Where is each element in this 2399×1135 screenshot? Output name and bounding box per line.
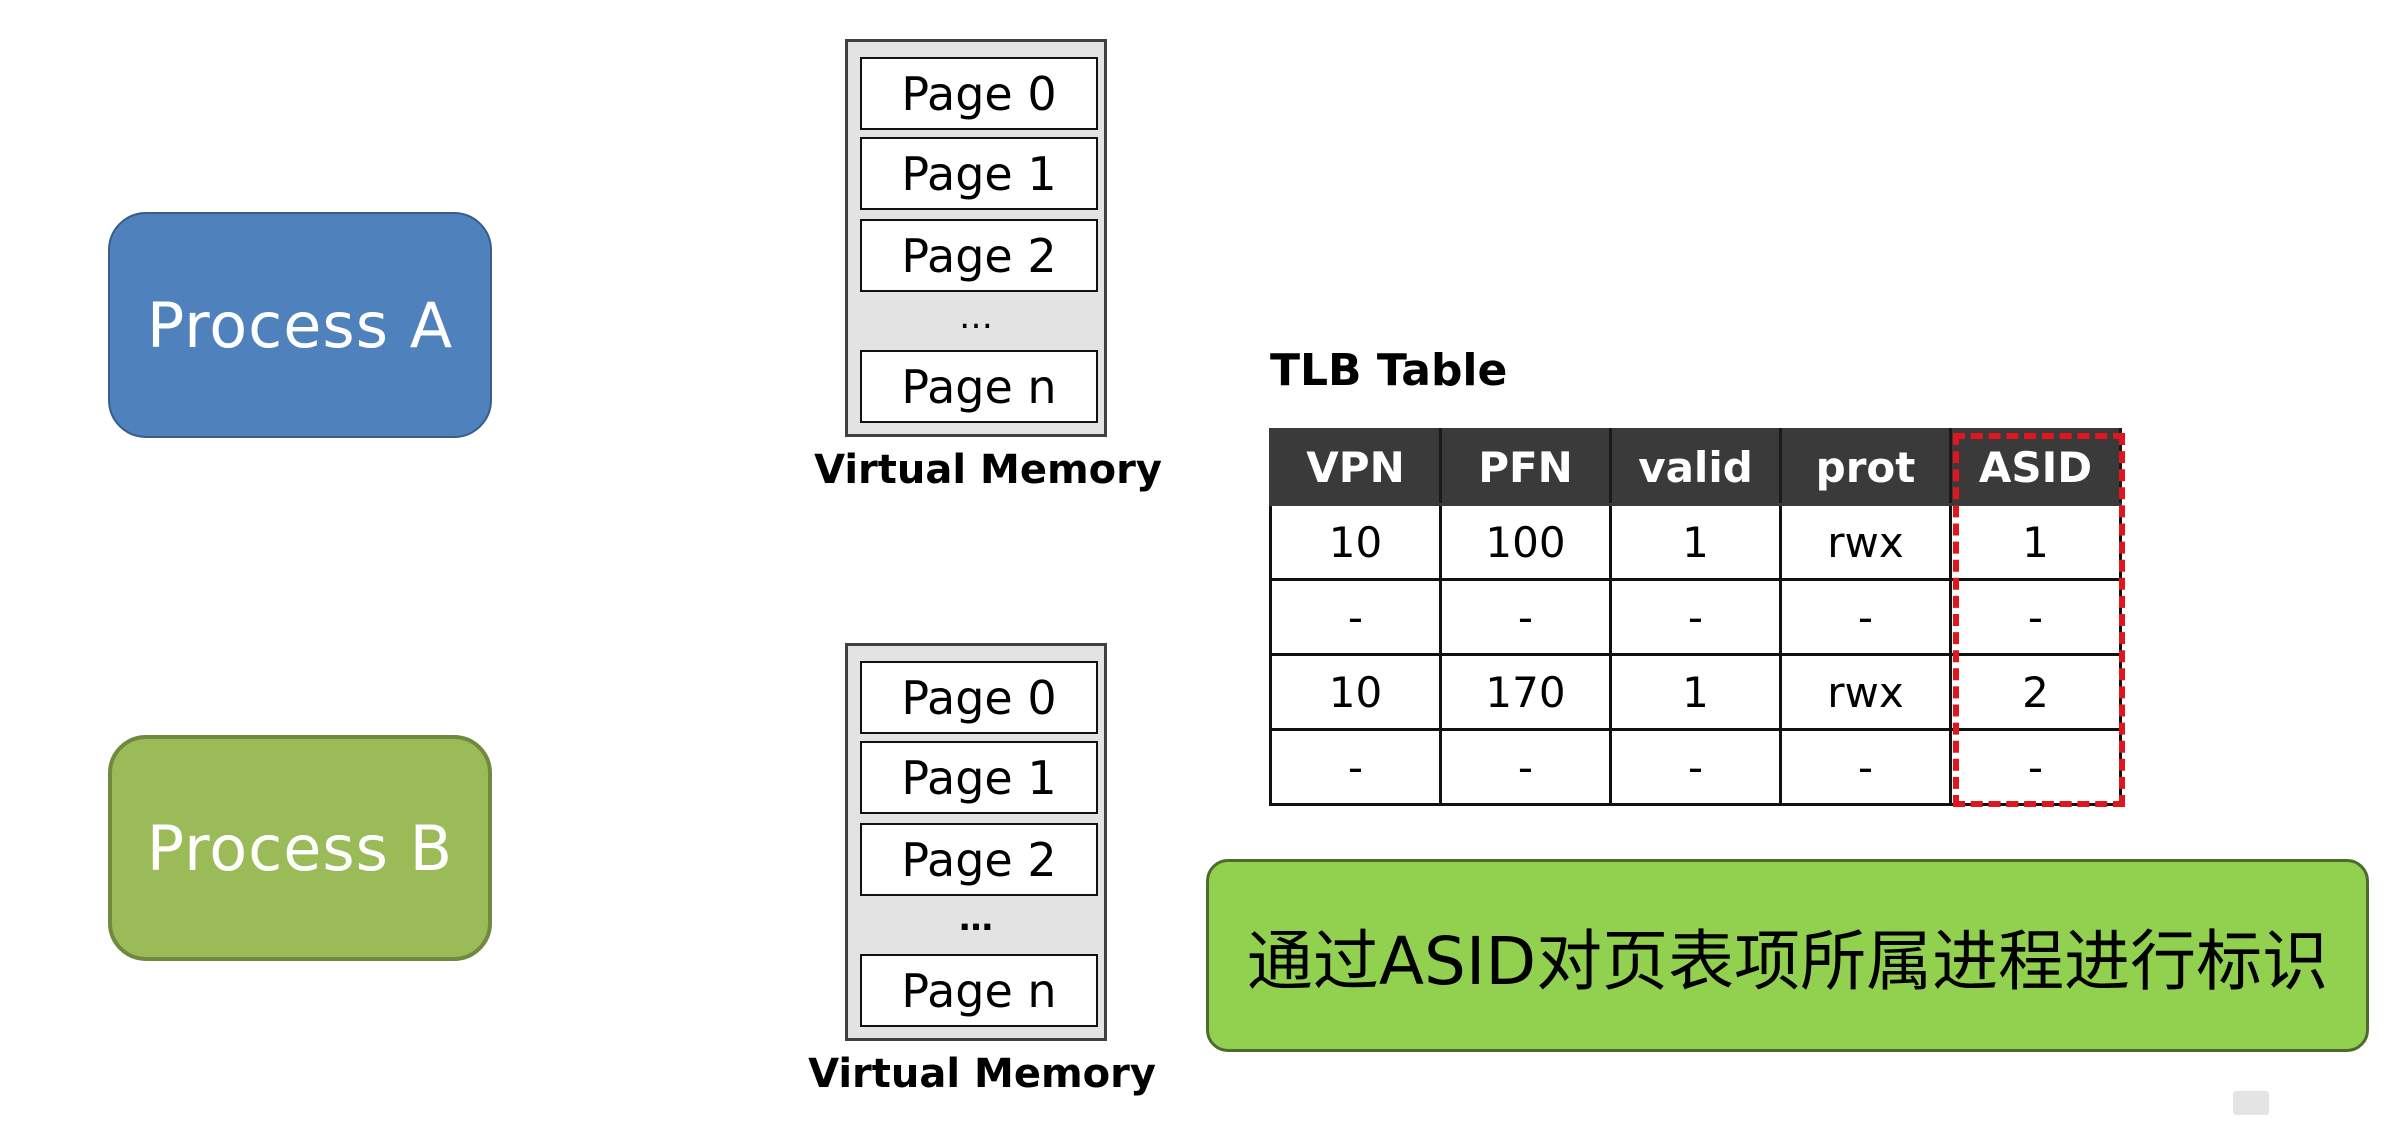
process-b-box: Process B bbox=[108, 735, 492, 961]
vm-b-page-1: Page 1 bbox=[860, 741, 1098, 814]
tlb-cell: - bbox=[1269, 728, 1442, 806]
tlb-cell: - bbox=[1609, 578, 1782, 656]
asid-callout-text: 通过ASID对页表项所属进程进行标识 bbox=[1246, 922, 2329, 1000]
tlb-cell: - bbox=[1949, 578, 2122, 656]
tlb-cell: rwx bbox=[1779, 503, 1952, 581]
tlb-col-valid: valid bbox=[1609, 428, 1782, 506]
table-row: - - - - - bbox=[1269, 578, 2122, 656]
tlb-cell: 1 bbox=[1609, 503, 1782, 581]
vm-a-caption: Virtual Memory bbox=[814, 447, 1162, 493]
tlb-cell: - bbox=[1779, 578, 1952, 656]
tlb-cell: 10 bbox=[1269, 653, 1442, 731]
tlb-header-row: VPN PFN valid prot ASID bbox=[1269, 428, 2122, 506]
tlb-col-asid: ASID bbox=[1949, 428, 2122, 506]
tlb-cell: - bbox=[1779, 728, 1952, 806]
tlb-col-prot: prot bbox=[1779, 428, 1952, 506]
tlb-col-pfn: PFN bbox=[1439, 428, 1612, 506]
process-a-label: Process A bbox=[146, 288, 454, 362]
vm-a-page-0: Page 0 bbox=[860, 57, 1098, 130]
tlb-cell: - bbox=[1949, 728, 2122, 806]
tlb-cell: - bbox=[1439, 728, 1612, 806]
vm-b-page-0: Page 0 bbox=[860, 661, 1098, 734]
vm-b-ellipsis: … bbox=[959, 899, 993, 939]
tlb-col-vpn: VPN bbox=[1269, 428, 1442, 506]
tlb-cell: rwx bbox=[1779, 653, 1952, 731]
table-row: 10 100 1 rwx 1 bbox=[1269, 503, 2122, 581]
tlb-cell: 10 bbox=[1269, 503, 1442, 581]
tlb-cell: - bbox=[1439, 578, 1612, 656]
vm-a-page-n: Page n bbox=[860, 350, 1098, 423]
tlb-cell: 2 bbox=[1949, 653, 2122, 731]
virtual-memory-b: Page 0 Page 1 Page 2 … Page n bbox=[845, 643, 1107, 1041]
corner-mark bbox=[2233, 1091, 2269, 1115]
vm-a-page-2: Page 2 bbox=[860, 219, 1098, 292]
vm-a-page-1: Page 1 bbox=[860, 137, 1098, 210]
vm-b-page-2: Page 2 bbox=[860, 823, 1098, 896]
tlb-title: TLB Table bbox=[1270, 345, 1508, 396]
tlb-cell: - bbox=[1609, 728, 1782, 806]
table-row: 10 170 1 rwx 2 bbox=[1269, 653, 2122, 731]
tlb-cell: 170 bbox=[1439, 653, 1612, 731]
tlb-cell: 100 bbox=[1439, 503, 1612, 581]
tlb-table: VPN PFN valid prot ASID 10 100 1 rwx 1 -… bbox=[1269, 428, 2122, 806]
vm-a-ellipsis: … bbox=[959, 297, 993, 337]
tlb-cell: - bbox=[1269, 578, 1442, 656]
table-row: - - - - - bbox=[1269, 728, 2122, 806]
vm-b-caption: Virtual Memory bbox=[808, 1051, 1156, 1097]
asid-callout: 通过ASID对页表项所属进程进行标识 bbox=[1206, 859, 2369, 1052]
process-b-label: Process B bbox=[146, 811, 454, 885]
tlb-cell: 1 bbox=[1949, 503, 2122, 581]
tlb-cell: 1 bbox=[1609, 653, 1782, 731]
virtual-memory-a: Page 0 Page 1 Page 2 … Page n bbox=[845, 39, 1107, 437]
vm-b-page-n: Page n bbox=[860, 954, 1098, 1027]
process-a-box: Process A bbox=[108, 212, 492, 438]
